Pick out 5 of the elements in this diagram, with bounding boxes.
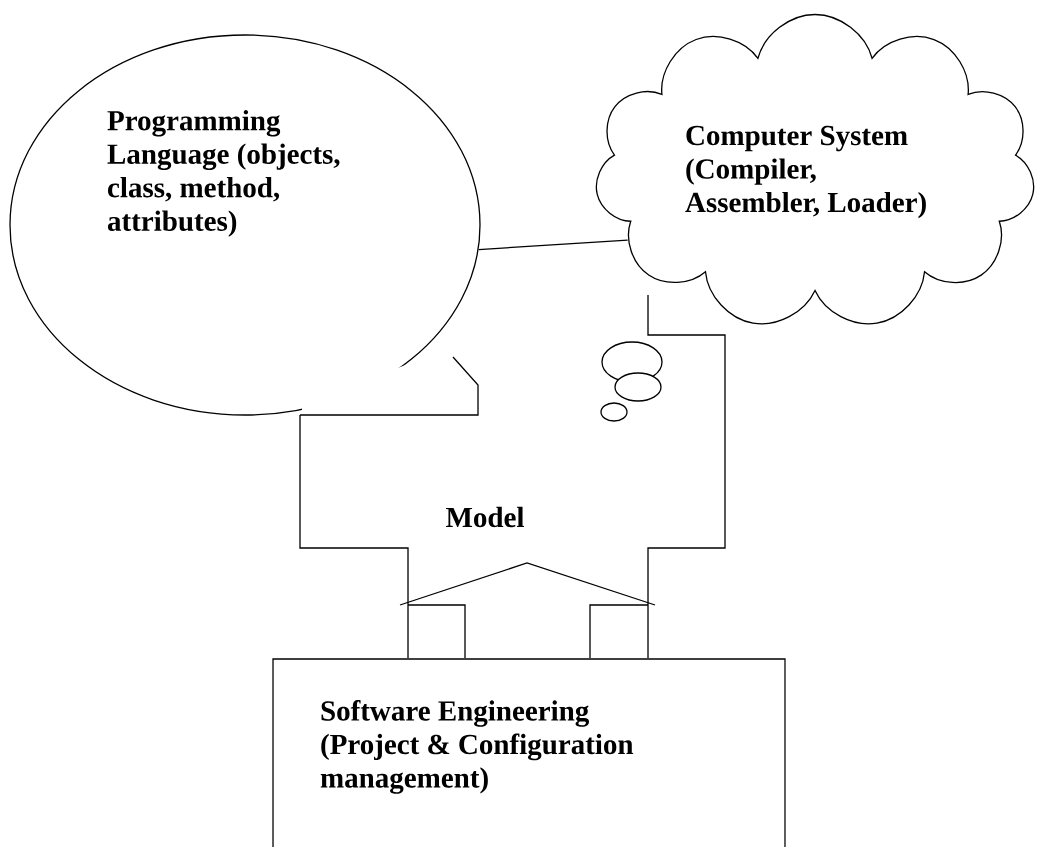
connector-line	[478, 239, 629, 251]
house-outline: Model	[299, 294, 726, 659]
thought-cloud: Computer System (Compiler, Assembler, Loader)	[595, 13, 1035, 422]
process-box: Software Engineering (Project & Configuration management)	[272, 658, 786, 847]
speech-bubble: Programming Language (objects, class, method, attributes)	[9, 34, 481, 416]
